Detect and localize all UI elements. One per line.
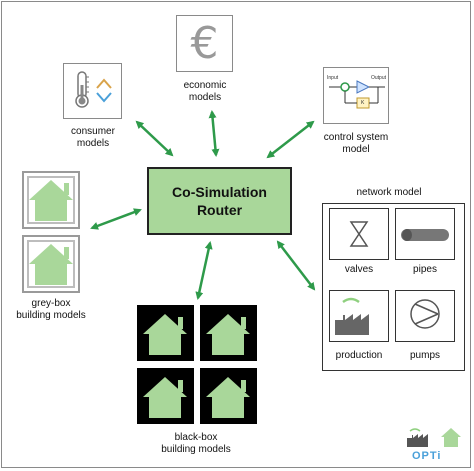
house-icon [143,377,187,418]
pump-icon [410,299,440,329]
pumps-label: pumps [409,350,440,361]
house-icon [206,377,250,418]
up-down-arrows-icon [96,78,112,103]
house-icon [143,314,187,355]
arrow-network [276,240,316,291]
network-title: network model [356,187,422,198]
control-k-text: K [361,100,365,106]
factory-icon [335,297,369,335]
production-label: production [335,350,383,361]
control-block-diagram-icon [329,80,385,109]
pumps-cell [395,290,455,342]
thermometer-icon [75,71,89,108]
opti-logo-icon [407,428,461,447]
pipe-icon [401,229,449,241]
valve-icon [349,221,369,247]
consumer-icon-box [63,63,122,119]
valves-label: valves [344,264,374,275]
arrow-grey-box [90,208,142,230]
house-icon [29,244,73,285]
arrow-economic [208,110,220,157]
economic-icon-box [176,15,233,72]
arrow-control [266,120,315,159]
control-output-text: Output [371,75,387,81]
euro-icon: € [190,18,219,69]
opti-logo-text: OPTi [412,450,442,462]
control-input-text: Input [327,75,339,81]
house-icon [206,314,250,355]
house-icon [29,180,73,221]
arrow-black-box [195,241,213,300]
arrow-consumer [135,120,174,157]
pipes-label: pipes [413,264,437,275]
